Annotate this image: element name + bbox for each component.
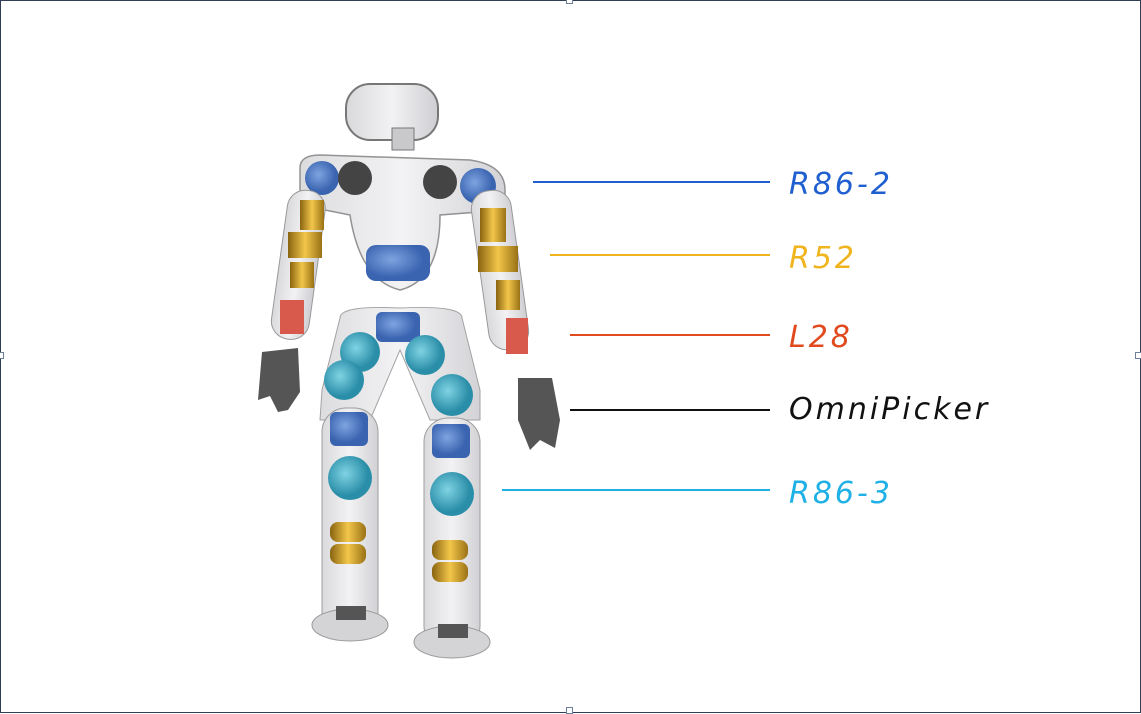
robot-leg-right (311, 407, 389, 642)
resize-handle-left[interactable] (0, 352, 4, 359)
leader-line-omnipicker (570, 409, 770, 411)
resize-handle-right[interactable] (1135, 352, 1141, 359)
robot-leg-left (413, 417, 491, 659)
callout-label-l28: L28 (789, 320, 853, 355)
callout-label-omnipicker: OmniPicker (789, 392, 991, 427)
callout-label-r52: R52 (789, 241, 858, 276)
leader-line-l28 (570, 334, 770, 336)
robot-arm-right (258, 189, 326, 412)
robot-torso (299, 154, 506, 291)
callout-label-r86-3: R86-3 (789, 476, 893, 511)
leader-line-r86-2 (533, 181, 770, 183)
callout-label-r86-2: R86-2 (789, 167, 893, 202)
robot-arm-left (470, 189, 560, 450)
robot-head (345, 83, 439, 151)
leader-line-r52 (550, 254, 770, 256)
robot-pelvis (319, 306, 481, 421)
resize-handle-top[interactable] (566, 0, 573, 4)
leader-line-r86-3 (502, 489, 770, 491)
